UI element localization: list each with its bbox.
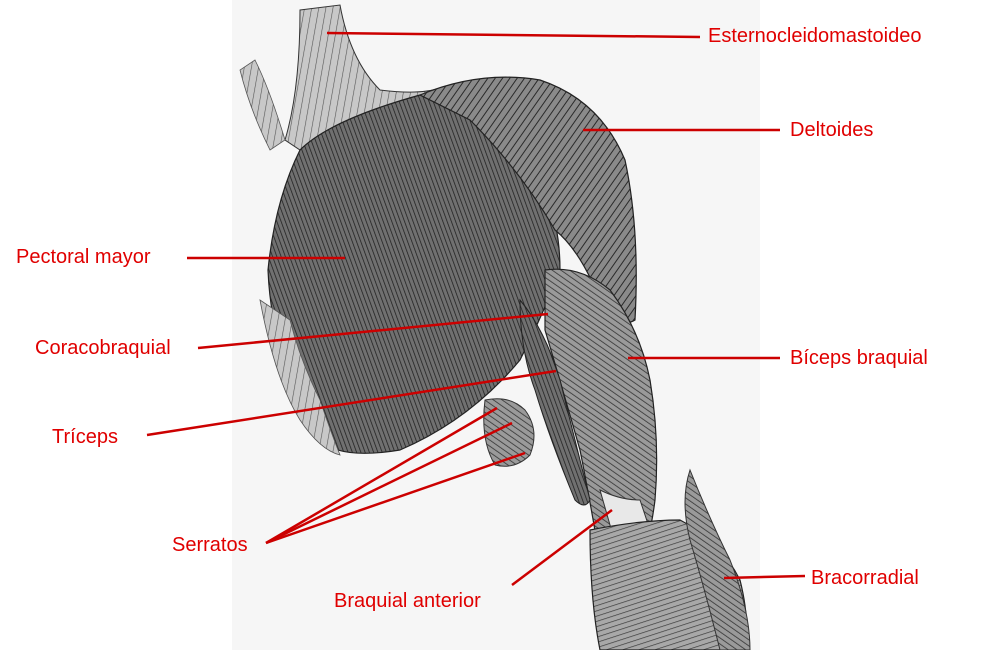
upper-arm <box>544 268 658 561</box>
leader-serratos-2 <box>265 421 513 545</box>
label-bracorradial: Bracorradial <box>811 567 919 589</box>
label-braquial-anterior: Braquial anterior <box>334 590 481 612</box>
label-pectoral-mayor: Pectoral mayor <box>16 246 151 268</box>
leader-serratos-1 <box>265 406 498 545</box>
label-serratos: Serratos <box>172 534 248 556</box>
neck-strip <box>239 59 286 151</box>
leader-triceps <box>146 369 557 437</box>
leader-esternocleidomastoideo <box>326 31 701 39</box>
label-deltoides: Deltoides <box>790 119 874 141</box>
triceps-muscle <box>519 298 591 506</box>
leader-braquial-anterior <box>511 509 613 586</box>
label-esternocleidomastoideo: Esternocleidomastoideo <box>708 25 922 47</box>
label-biceps-braquial: Bíceps braquial <box>790 347 928 369</box>
serratus-slips <box>483 398 535 467</box>
brachioradialis-muscle <box>684 468 751 650</box>
leader-coracobraquial <box>197 312 549 350</box>
serratus-area <box>259 299 341 456</box>
label-triceps: Tríceps <box>52 426 118 448</box>
leader-serratos-3 <box>265 451 526 545</box>
label-coracobraquial: Coracobraquial <box>35 337 171 359</box>
leader-bracorradial <box>723 574 806 580</box>
deltoid-muscle <box>418 76 637 324</box>
